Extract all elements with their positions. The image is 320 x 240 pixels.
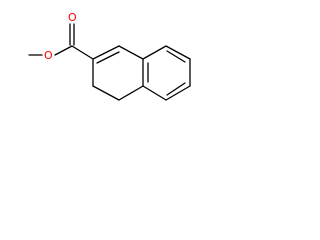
atom-label-ester-oxygen: O (44, 49, 53, 62)
atom-label-carbonyl-oxygen: O (68, 11, 77, 24)
bond-c1-c8a (118, 45, 144, 60)
bond-c8a-c8 (142, 45, 167, 60)
chemical-structure-diagram: O O (28, 11, 191, 101)
bond-c5-c4a (142, 85, 167, 101)
bond-c3-c4 (92, 85, 120, 101)
bond-o-carbonyl (54, 45, 73, 56)
structure-bonds (28, 23, 191, 101)
bond-aromatic-inner-3 (166, 82, 186, 96)
bond-c6-c5 (165, 85, 191, 101)
bond-c2-c1-double-outer (92, 45, 120, 60)
bond-c8-c7 (165, 45, 191, 60)
bond-c4-c4a (118, 85, 144, 101)
bond-carbonyl-ring (71, 45, 94, 60)
bond-c2-c1-double-inner (96, 51, 120, 64)
bond-aromatic-inner-2 (166, 50, 186, 63)
